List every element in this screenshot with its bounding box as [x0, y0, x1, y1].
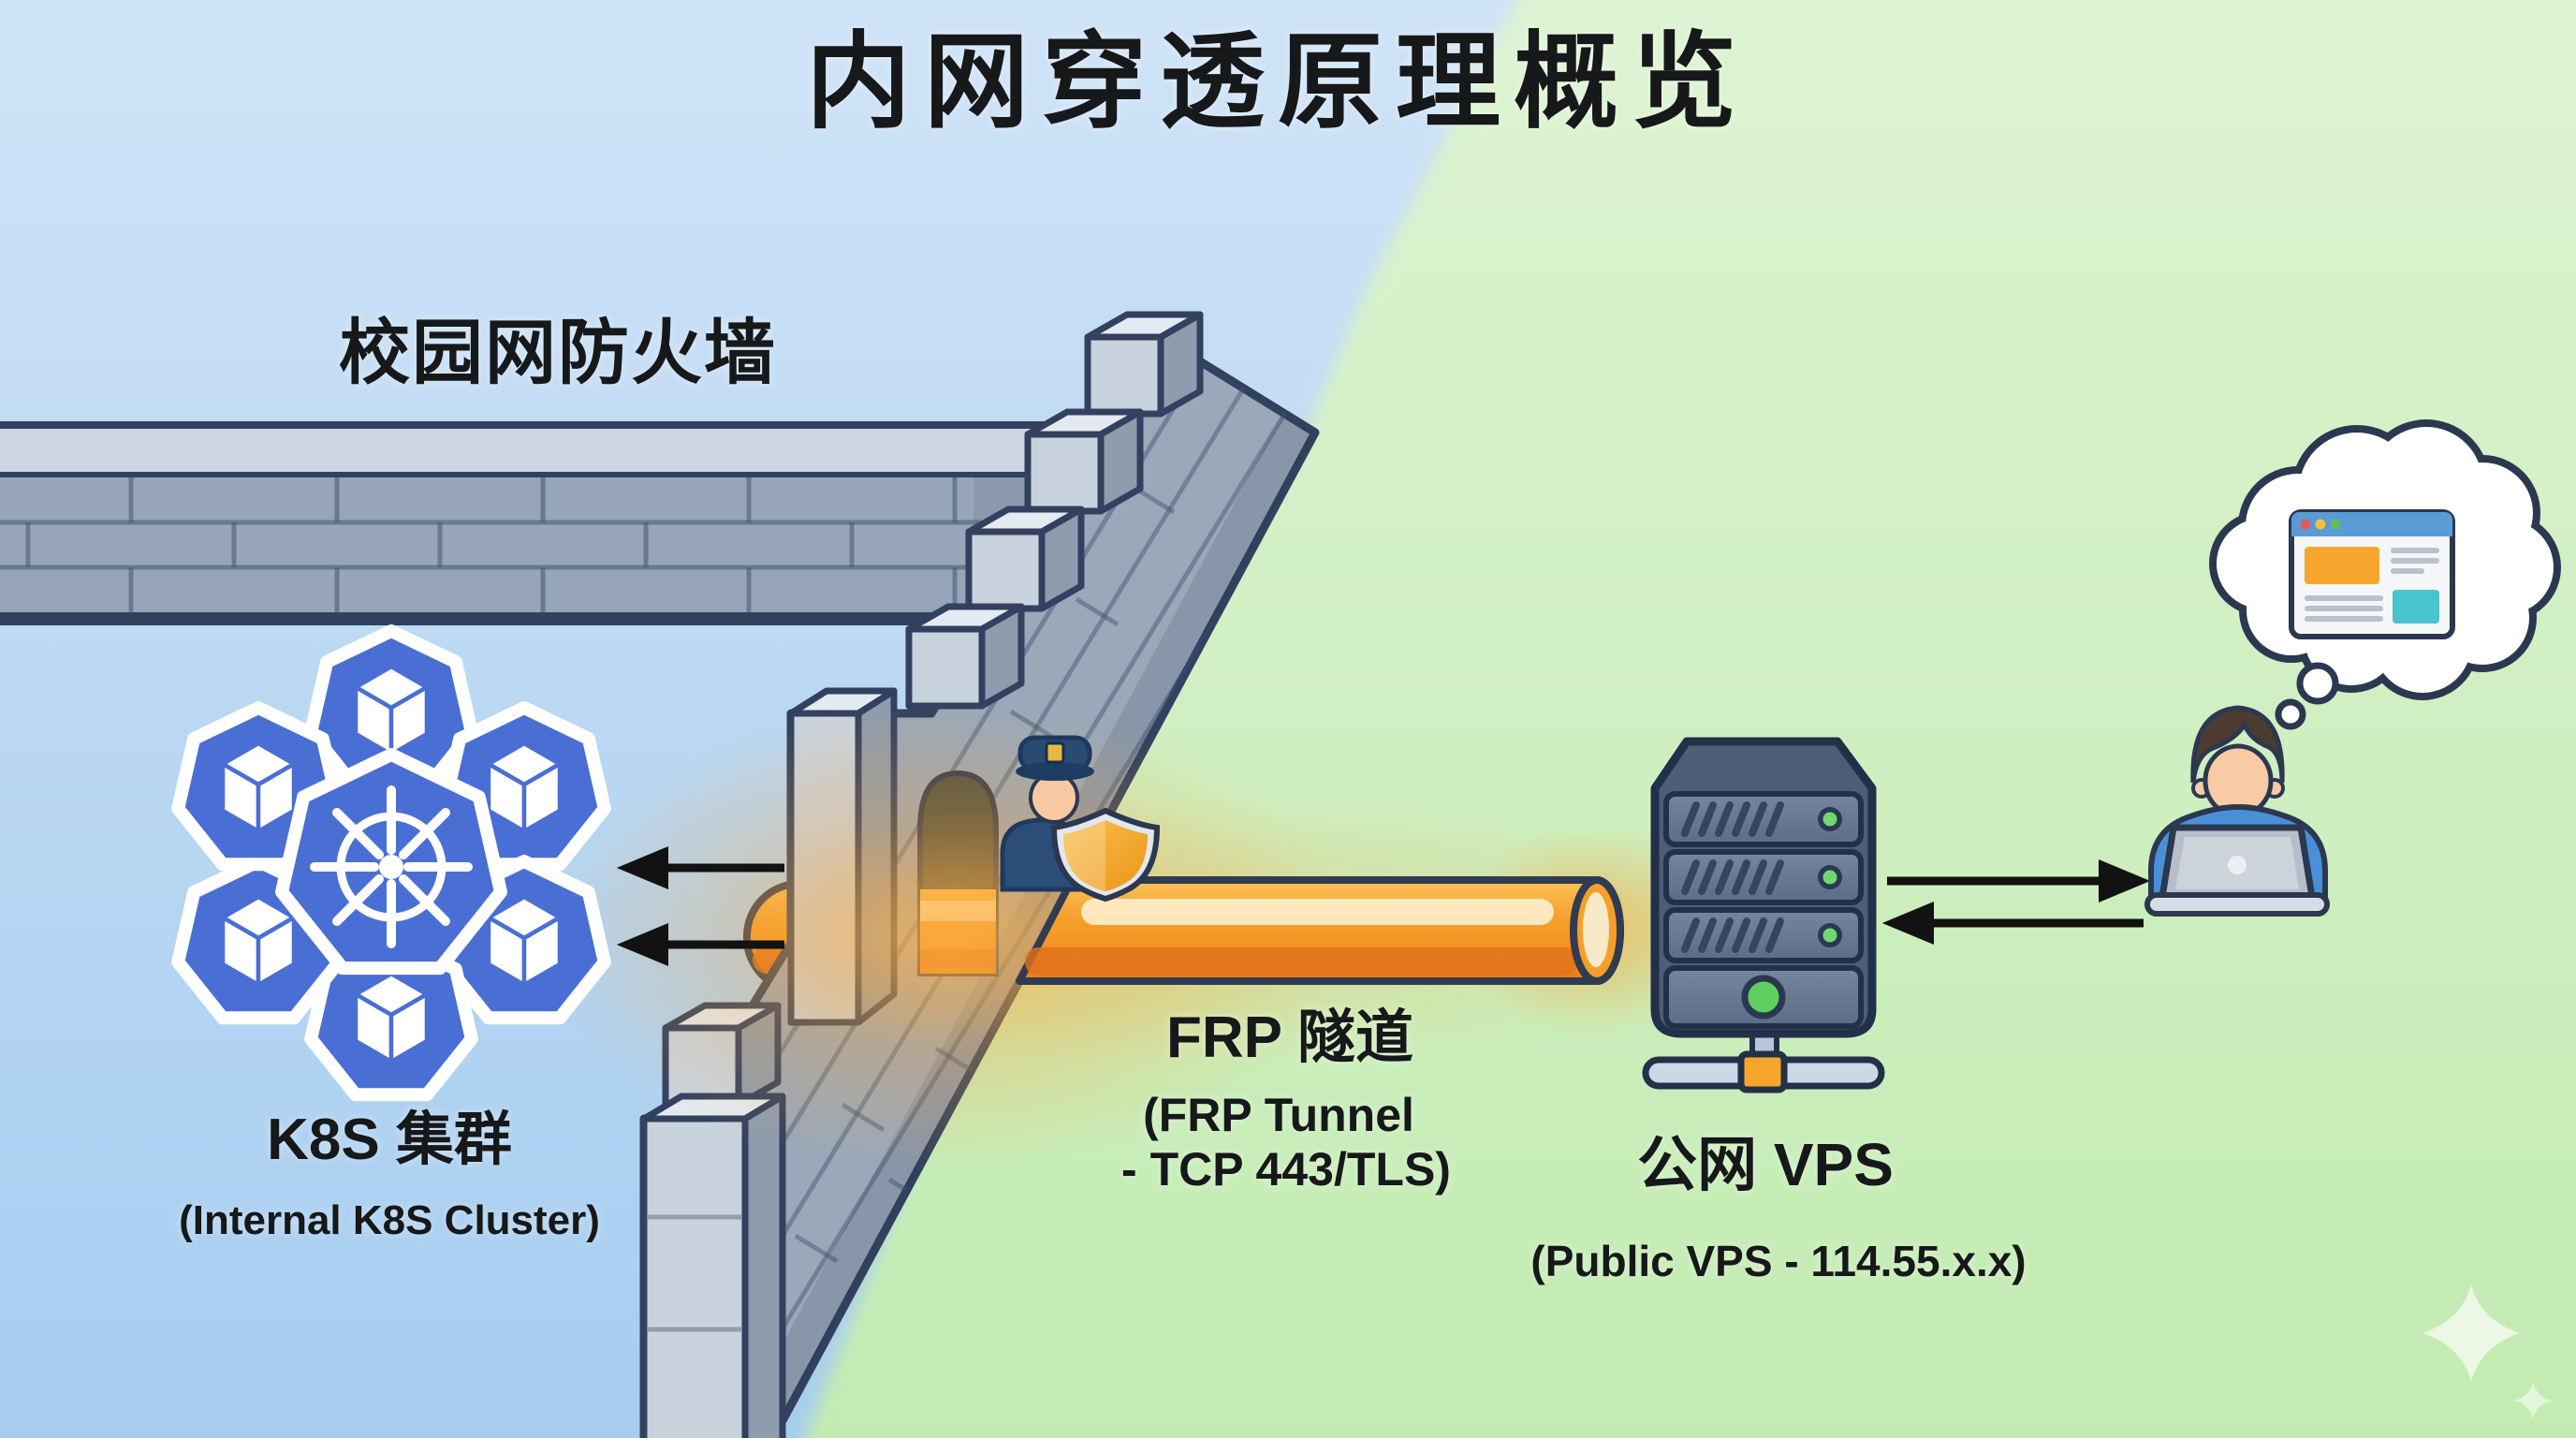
- vps-label: 公网 VPS: [1637, 1131, 1894, 1198]
- firewall-horizontal-wall-icon: [0, 421, 1155, 625]
- sparkle-icon: [2422, 1284, 2552, 1419]
- arrow-right-icon: [2099, 859, 2151, 902]
- frp-tunnel-sublabel-line1: (FRP Tunnel: [1143, 1089, 1414, 1141]
- page-title: 内网穿透原理概览: [806, 23, 1749, 140]
- arrow-left-icon: [1881, 902, 1934, 945]
- vps-server-icon: [1642, 737, 1885, 1093]
- k8s-cluster-label: K8S 集群: [267, 1108, 512, 1172]
- guard-icon: [1000, 735, 1161, 902]
- network-port-icon: [1737, 1050, 1788, 1093]
- vps-sublabel: (Public VPS - 114.55.x.x): [1530, 1237, 2027, 1285]
- frp-tunnel-sublabel-line2: - TCP 443/TLS): [1121, 1143, 1451, 1196]
- arrow-left-icon: [616, 923, 668, 966]
- arrow-left-icon: [616, 846, 668, 889]
- kubernetes-wheel-icon: [310, 785, 473, 948]
- hair-icon: [2190, 705, 2285, 784]
- arrow-vps-user-icons: [1881, 859, 2151, 945]
- webpage-icon: [2289, 509, 2455, 639]
- k8s-cluster-sublabel: (Internal K8S Cluster): [179, 1197, 600, 1243]
- arrow-to-k8s-icons: [616, 846, 784, 966]
- k8s-cluster-icon: [178, 631, 605, 1094]
- frp-tunnel-label: FRP 隧道: [1165, 1005, 1414, 1070]
- user-laptop-icon: [2144, 705, 2330, 917]
- shield-icon: [1050, 807, 1161, 902]
- server-vent-slashes: [1681, 801, 1784, 953]
- laptop-icon: [2144, 824, 2330, 917]
- frp-tunnel-icon: [1016, 876, 1624, 985]
- firewall-label: 校园网防火墙: [339, 314, 777, 393]
- thought-bubble-icon: [2217, 427, 2554, 730]
- server-led-icons: [1741, 807, 1842, 1020]
- server-units: [1663, 791, 1864, 1029]
